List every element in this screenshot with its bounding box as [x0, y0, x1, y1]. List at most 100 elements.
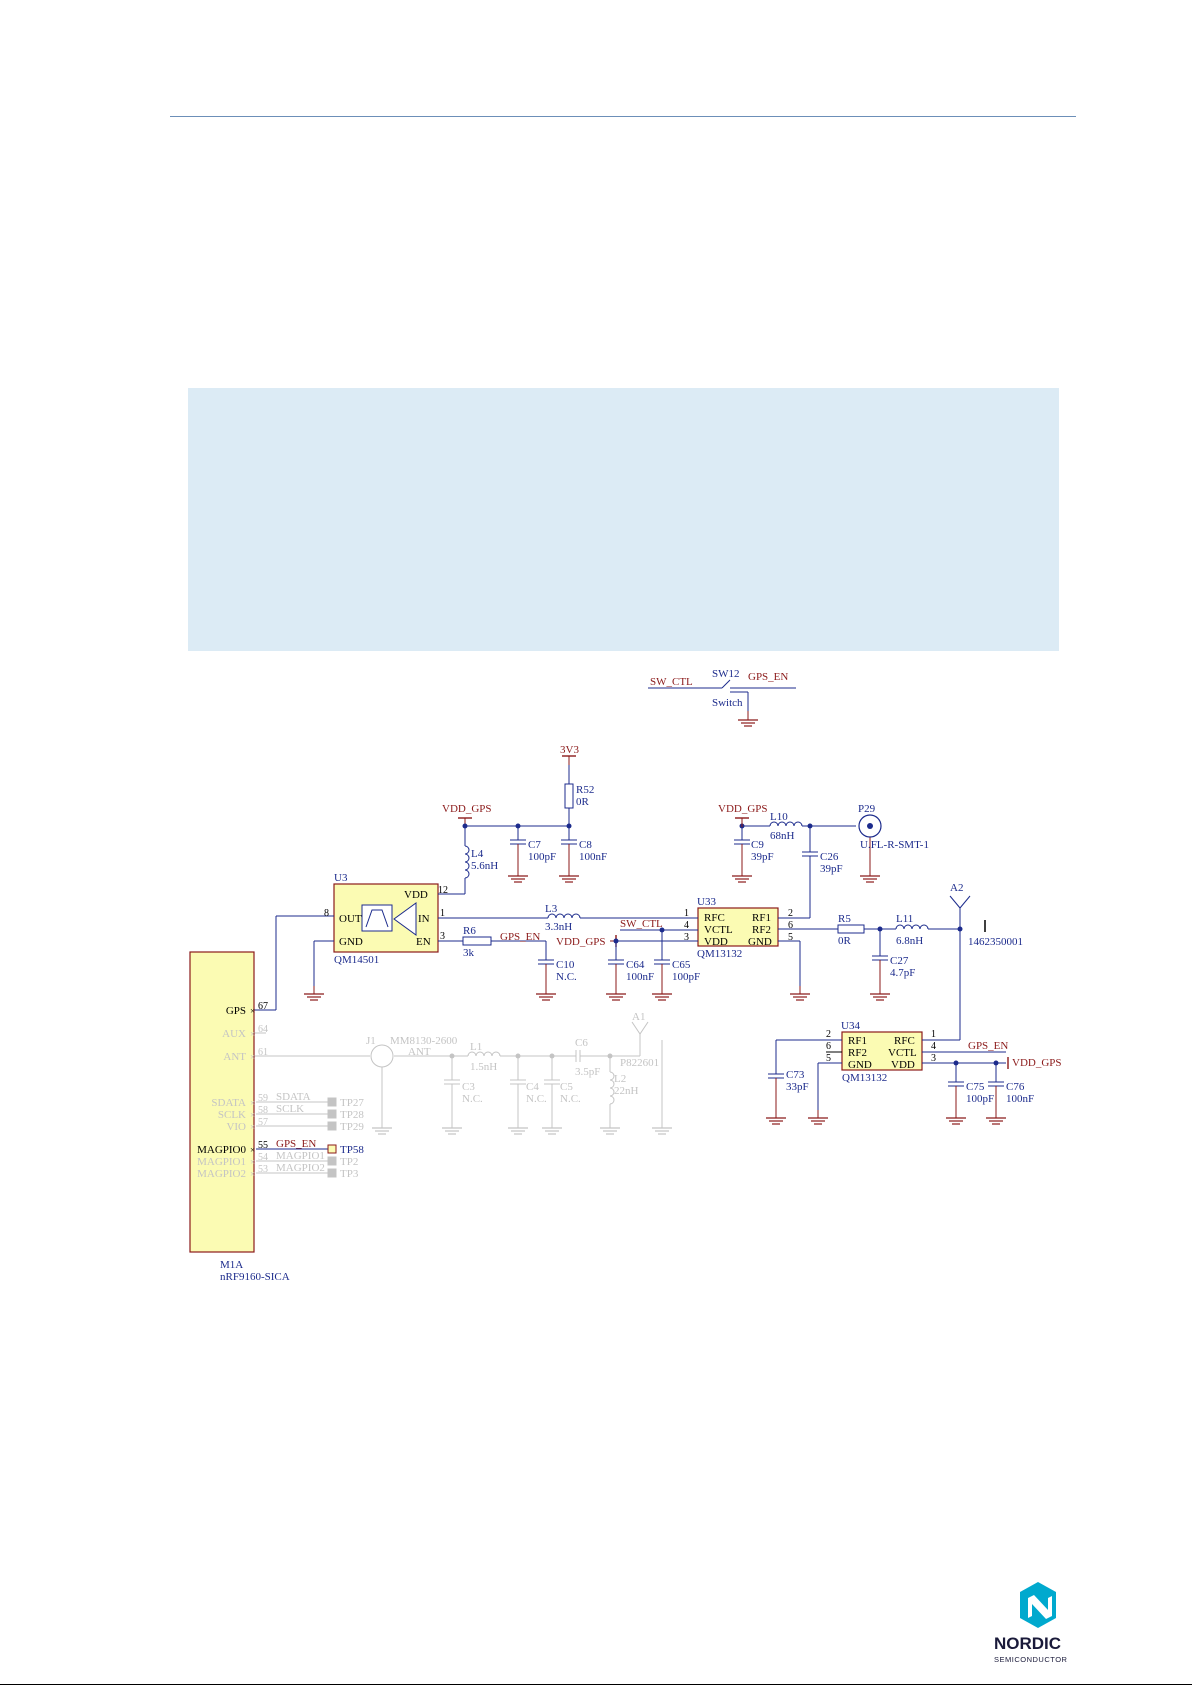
u3-pin-gnd: GND	[339, 936, 363, 948]
l3-value: 3.3nH	[545, 921, 572, 933]
a2-ref: A2	[950, 882, 963, 894]
m1a-pin-number: 61	[258, 1047, 268, 1058]
u3-pin-number: 8	[324, 908, 329, 919]
u34-pin-number: 3	[931, 1053, 936, 1064]
c73-ref: C73	[786, 1069, 805, 1081]
c75-ref: C75	[966, 1081, 985, 1093]
pin-marker-icon: ×	[250, 1157, 255, 1167]
net-label-sw-ctl: SW_CTL	[650, 676, 693, 688]
c75-value: 100pF	[966, 1093, 994, 1105]
ground-symbol	[507, 1119, 529, 1135]
u33-pin-rfc: RFC	[704, 912, 725, 924]
c27-value: 4.7pF	[890, 967, 915, 979]
c3-ref: C3	[462, 1081, 475, 1093]
u34-rf-switch-ic	[841, 1031, 923, 1071]
c4-ref: C4	[526, 1081, 539, 1093]
ground-symbol	[303, 985, 325, 1001]
l3-ref: L3	[545, 903, 558, 915]
test-point-pad	[327, 1109, 337, 1119]
u34-pin-number: 5	[826, 1053, 831, 1064]
c3-value: N.C.	[462, 1093, 483, 1105]
test-point-pad	[327, 1168, 337, 1178]
c9-ref: C9	[751, 839, 764, 851]
pin-marker-icon: ×	[250, 1029, 255, 1039]
m1a-pin-name: ANT	[223, 1051, 246, 1063]
ground-symbol	[651, 1119, 673, 1135]
pin-marker-icon: ×	[250, 1169, 255, 1179]
ground-symbol	[859, 867, 881, 883]
junction-dot	[515, 823, 521, 829]
u34-value: QM13132	[842, 1072, 887, 1084]
sw12-value: Switch	[712, 697, 743, 709]
junction-dot	[607, 1053, 613, 1059]
net-label-vdd-gps: VDD_GPS	[718, 803, 768, 815]
ground-symbol	[651, 985, 673, 1001]
c4-value: N.C.	[526, 1093, 547, 1105]
u34-pin-vdd: VDD	[891, 1059, 915, 1071]
pin-marker-icon: ×	[250, 1098, 255, 1108]
r5-ref: R5	[838, 913, 851, 925]
l4-ref: L4	[471, 848, 484, 860]
ground-symbol	[869, 985, 891, 1001]
u33-pin-vctl: VCTL	[704, 924, 733, 936]
net-label-sw-ctl: SW_CTL	[620, 918, 663, 930]
u33-pin-rf2: RF2	[752, 924, 771, 936]
test-point-net-label: MAGPIO2	[276, 1162, 325, 1174]
c26-value: 39pF	[820, 863, 843, 875]
u33-pin-number: 6	[788, 920, 793, 931]
junction-dot	[807, 823, 813, 829]
c64-ref: C64	[626, 959, 645, 971]
j1-ref: J1	[366, 1035, 376, 1047]
ground-symbol	[599, 1119, 621, 1135]
ground-symbol	[807, 1109, 829, 1125]
u34-pin-number: 4	[931, 1041, 936, 1052]
test-point-net-label: GPS_EN	[276, 1138, 316, 1150]
pin-marker-icon: ×	[250, 1006, 255, 1016]
sw12-switch	[648, 679, 796, 716]
junction-dot	[462, 823, 468, 829]
u33-pin-rf1: RF1	[752, 912, 771, 924]
c7-ref: C7	[528, 839, 541, 851]
m1a-pin-number: 55	[258, 1140, 268, 1151]
u34-pin-rf2: RF2	[848, 1047, 867, 1059]
c6-ref: C6	[575, 1037, 588, 1049]
c76-value: 100nF	[1006, 1093, 1034, 1105]
c76-ref: C76	[1006, 1081, 1025, 1093]
p29-ufl-connector	[858, 814, 882, 838]
l2-ref: L2	[614, 1073, 626, 1085]
c6-value: 3.5pF	[575, 1066, 600, 1078]
test-point-net-label: SCLK	[276, 1103, 304, 1115]
m1a-pin-name: SCLK	[218, 1109, 246, 1121]
l2-value: 22nH	[614, 1085, 639, 1097]
c10-ref: C10	[556, 959, 575, 971]
c65-ref: C65	[672, 959, 691, 971]
test-point-ref: TP2	[340, 1156, 358, 1168]
u3-pin-in: IN	[418, 913, 430, 925]
c73-value: 33pF	[786, 1081, 809, 1093]
c5-value: N.C.	[560, 1093, 581, 1105]
junction-dot	[877, 926, 883, 932]
junction-dot	[953, 1060, 959, 1066]
net-label-gps-en: GPS_EN	[968, 1040, 1008, 1052]
c8-ref: C8	[579, 839, 592, 851]
m1a-pin-name: MAGPIO0	[197, 1144, 246, 1156]
u3-pin-en: EN	[416, 936, 431, 948]
m1a-pin-number: 57	[258, 1117, 268, 1128]
pin-marker-icon: ×	[250, 1145, 255, 1155]
junction-dot	[566, 823, 572, 829]
u33-pin-vdd: VDD	[704, 936, 728, 948]
ground-symbol	[985, 1109, 1007, 1125]
test-point-ref: TP28	[340, 1109, 364, 1121]
m1a-pin-name: AUX	[222, 1028, 246, 1040]
faded-ant-network	[254, 1021, 663, 1120]
u3-pin-out: OUT	[339, 913, 362, 925]
ground-symbol	[945, 1109, 967, 1125]
l10-ref: L10	[770, 811, 788, 823]
j1-net: ANT	[408, 1046, 431, 1058]
junction-dot	[613, 938, 619, 944]
m1a-pin-name: SDATA	[211, 1097, 246, 1109]
test-point-ref: TP58	[340, 1144, 364, 1156]
u3-pin-number: 3	[440, 931, 445, 942]
m1a-value: nRF9160-SICA	[220, 1271, 290, 1283]
